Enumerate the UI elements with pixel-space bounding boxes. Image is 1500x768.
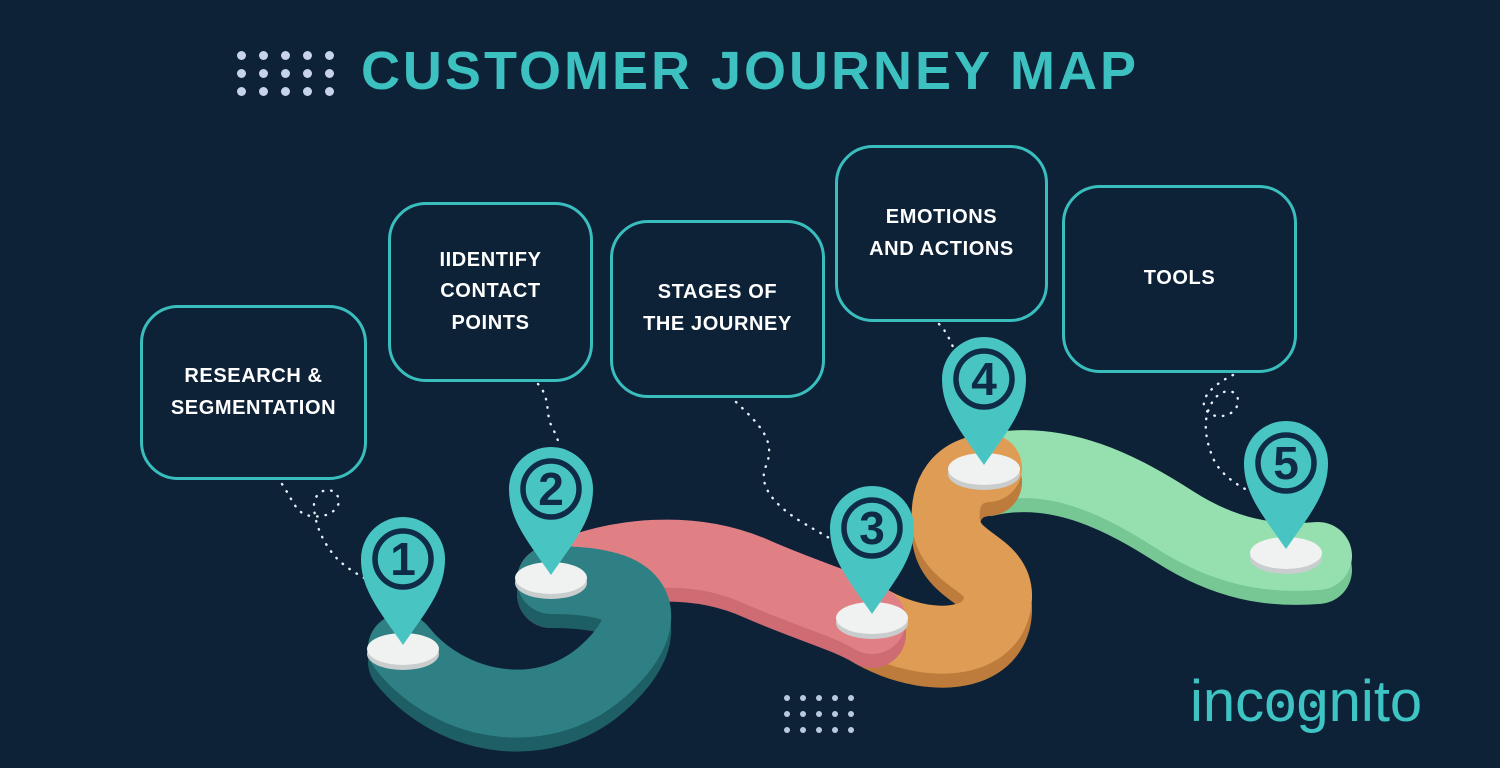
pin-number: 5 xyxy=(1273,437,1299,489)
stage-label: EMOTIONS AND ACTIONS xyxy=(869,202,1014,265)
brand-logo-incognito: incognito xyxy=(1190,668,1422,735)
location-pin-icon-3: 3 xyxy=(830,486,914,614)
connector-dotted-line-1 xyxy=(280,482,366,580)
stage-label: TOOLS xyxy=(1144,263,1216,295)
stage-box-emotions-and-actions: EMOTIONS AND ACTIONS xyxy=(835,145,1048,322)
stage-label-line: THE JOURNEY xyxy=(643,313,792,335)
stage-label-line: POINTS xyxy=(451,311,530,334)
pin-ring xyxy=(520,458,582,520)
dots-grid-icon-bottom xyxy=(784,695,854,733)
stage-label-line: RESEARCH & xyxy=(184,364,323,387)
stage-label: IIDENTIFY CONTACT POINTS xyxy=(439,245,541,340)
stage-label-line: CONTACT xyxy=(440,280,541,303)
stage-label-line: TOOLS xyxy=(1143,267,1216,290)
pin-base xyxy=(948,453,1020,485)
pin-shape xyxy=(509,447,593,575)
connector-dotted-line-2 xyxy=(536,382,560,443)
stage-box-research-segmentation: RESEARCH & SEGMENTATION xyxy=(140,305,367,480)
logo-text-part: inc xyxy=(1190,669,1265,734)
stage-label-line: AND ACTIONS xyxy=(869,237,1014,260)
connector-dotted-line-4 xyxy=(937,322,959,356)
stage-label-line: IIDENTIFY xyxy=(439,248,542,271)
stage-label: STAGES OF THE JOURNEY xyxy=(643,277,792,340)
pin-ring xyxy=(841,497,903,559)
pin-number: 2 xyxy=(538,463,564,515)
location-pin-icon-2: 2 xyxy=(509,447,593,575)
logo-text-part: nito xyxy=(1328,669,1423,734)
pin-base xyxy=(367,633,439,665)
pin-base xyxy=(515,562,587,594)
pin-base xyxy=(836,602,908,634)
location-pin-icon-4: 4 xyxy=(942,337,1026,465)
page-title: CUSTOMER JOURNEY MAP xyxy=(360,41,1140,101)
location-pin-icon-1: 1 xyxy=(361,517,445,645)
pin-ring xyxy=(1255,432,1317,494)
pin-number: 1 xyxy=(390,533,416,585)
road-segment-orange xyxy=(838,434,1032,674)
road-segment-teal xyxy=(368,546,672,738)
stage-label: RESEARCH & SEGMENTATION xyxy=(171,361,336,424)
location-pin-icon-5: 5 xyxy=(1244,421,1328,549)
stage-label-line: SEGMENTATION xyxy=(170,396,337,419)
pin-shape xyxy=(361,517,445,645)
connector-dotted-line-5 xyxy=(1202,373,1251,493)
pin-base xyxy=(1250,537,1322,569)
stage-box-stages-of-the-journey: STAGES OF THE JOURNEY xyxy=(610,220,825,398)
pin-base-ellipses xyxy=(367,453,1322,670)
dots-grid-icon-top xyxy=(237,51,334,96)
pin-shape xyxy=(942,337,1026,465)
pin-ring xyxy=(953,348,1015,410)
stage-label-line: EMOTIONS xyxy=(885,205,998,228)
stage-label-line: STAGES OF xyxy=(657,281,778,304)
pin-shape xyxy=(1244,421,1328,549)
pin-shape xyxy=(830,486,914,614)
stage-box-tools: TOOLS xyxy=(1062,185,1297,373)
pin-ring xyxy=(372,528,434,590)
logo-eyes-og: og xyxy=(1264,669,1329,734)
stage-box-identify-contact-points: IIDENTIFY CONTACT POINTS xyxy=(388,202,593,382)
pin-number: 4 xyxy=(971,353,997,405)
pin-number: 3 xyxy=(859,502,885,554)
